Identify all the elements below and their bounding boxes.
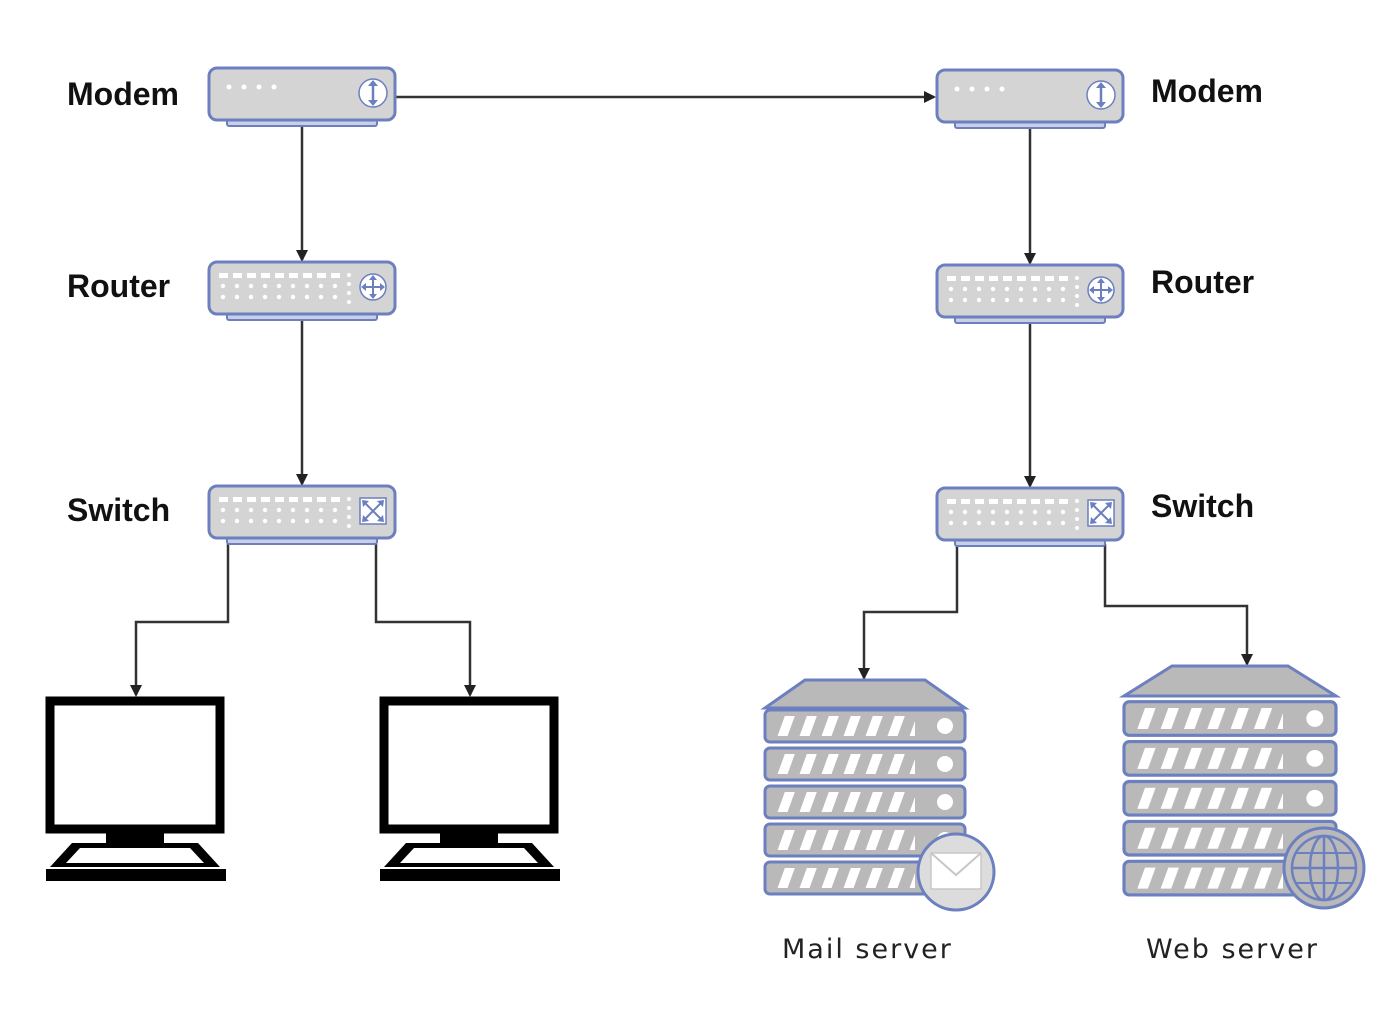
left-modem-label: Modem	[67, 76, 179, 112]
computer-2-icon	[380, 701, 560, 881]
right-modem-icon	[937, 70, 1123, 128]
envelope-icon	[916, 832, 996, 912]
right-switch-icon	[937, 488, 1123, 546]
computer-1-icon	[46, 701, 226, 881]
connector-right-switch-mail	[858, 544, 959, 680]
right-modem-label: Modem	[1151, 73, 1263, 109]
right-switch-label: Switch	[1151, 488, 1255, 524]
left-router-icon	[209, 262, 395, 320]
connector-left-switch-pc1	[130, 544, 230, 697]
left-switch-label: Switch	[67, 492, 171, 528]
left-router-label: Router	[67, 268, 171, 304]
right-router-icon	[937, 265, 1123, 323]
connector-left-switch-pc2	[374, 544, 476, 697]
web-server-label: Web server	[1146, 934, 1319, 965]
right-router-label: Router	[1151, 264, 1255, 300]
mail-server-icon	[760, 678, 996, 912]
web-server-icon	[1118, 664, 1366, 910]
globe-icon	[1282, 826, 1366, 910]
left-switch-icon	[209, 486, 395, 544]
left-modem-icon	[209, 68, 395, 126]
mail-server-label: Mail server	[782, 934, 953, 965]
connectors	[130, 91, 1253, 697]
connector-right-switch-web	[1103, 544, 1253, 666]
